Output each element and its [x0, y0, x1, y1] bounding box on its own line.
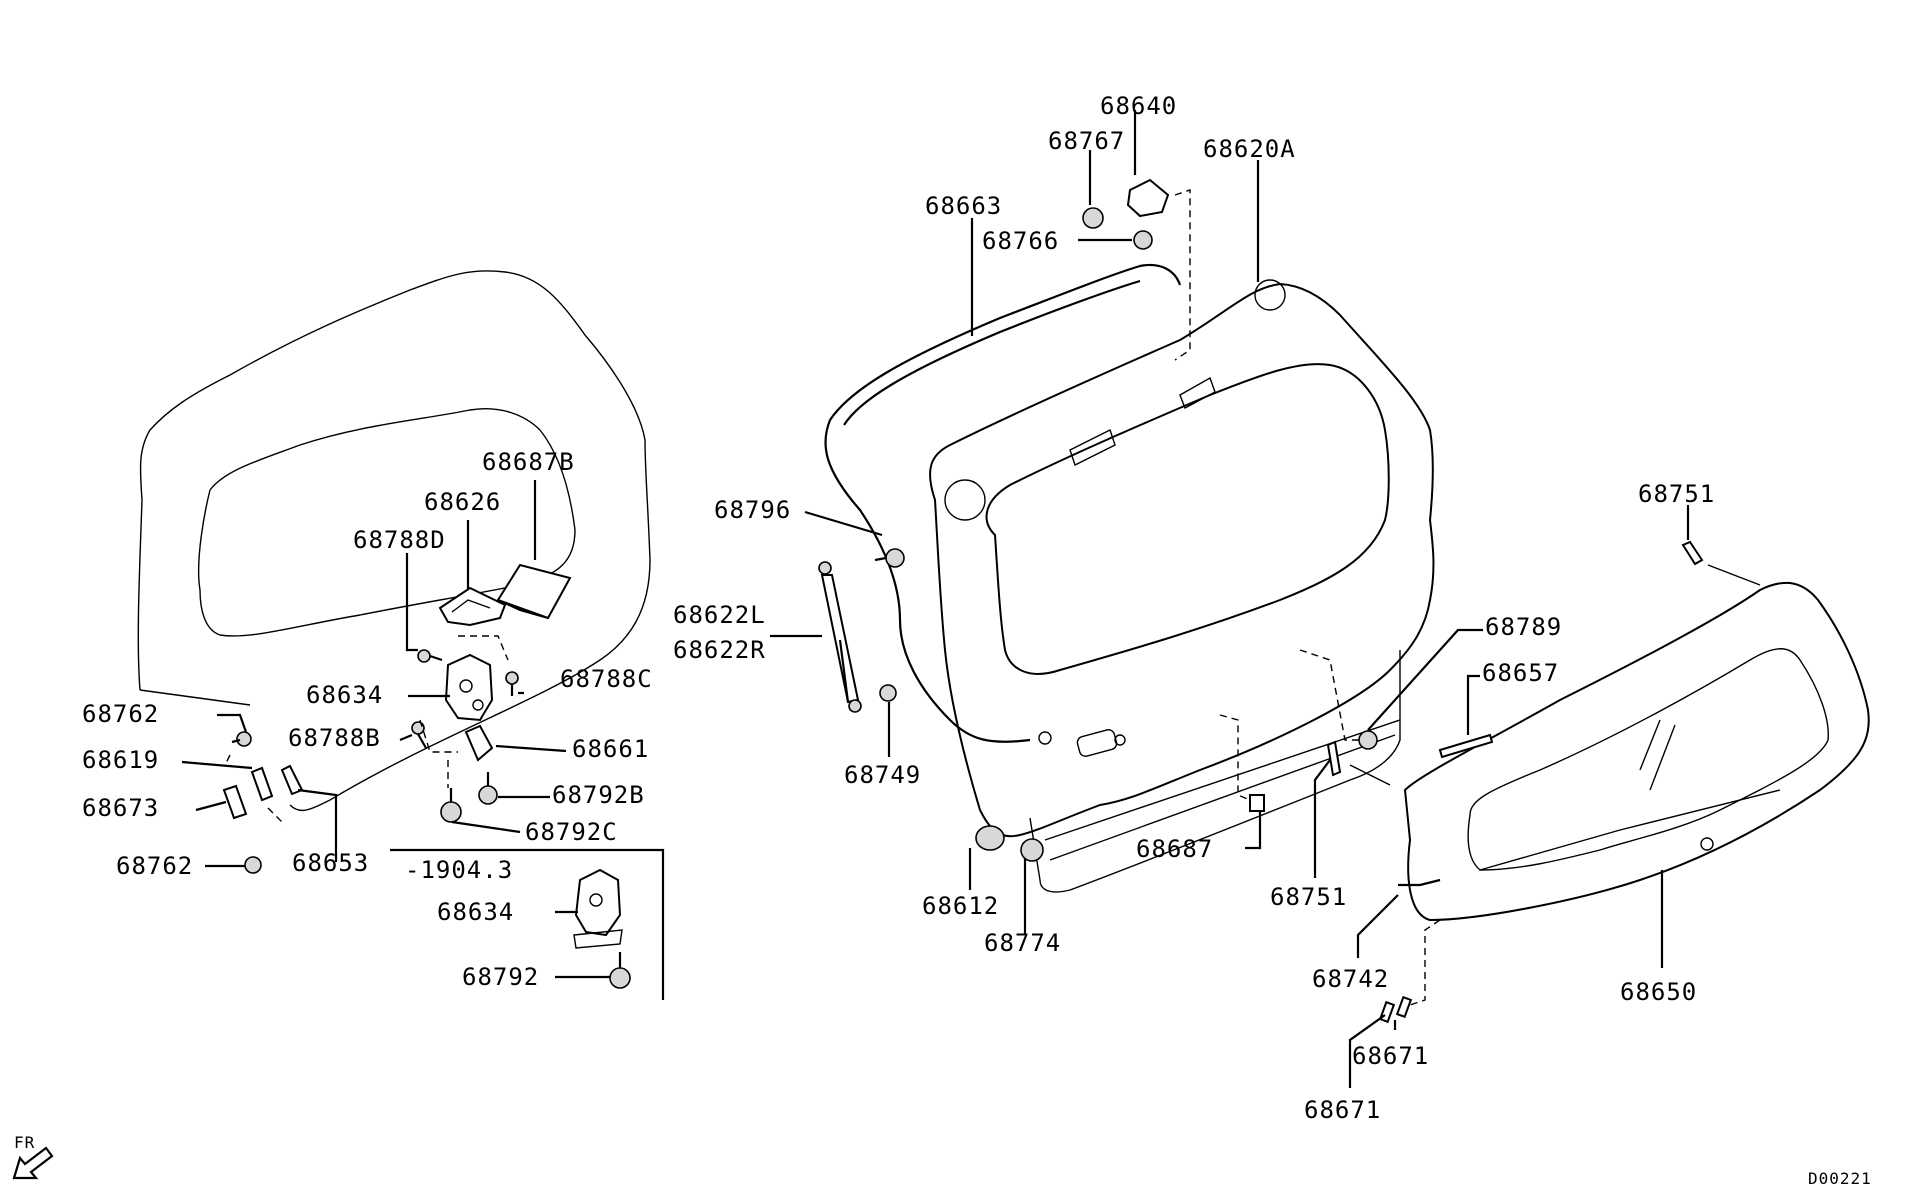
clip-68673 — [222, 784, 248, 820]
label-68788D: 68788D — [353, 526, 446, 554]
label-68671-left: 68671 — [1304, 1096, 1381, 1124]
gas-strut-68622 — [818, 561, 862, 713]
bolt-68792C — [440, 788, 462, 823]
stopper-68774 — [1020, 838, 1044, 862]
orientation-marker: FR — [12, 1133, 54, 1180]
spacer-68671-a — [1378, 1000, 1396, 1024]
label-68796: 68796 — [714, 496, 791, 524]
label-68620A: 68620A — [1203, 135, 1296, 163]
label-68789: 68789 — [1485, 613, 1562, 641]
label-68751-upper: 68751 — [1638, 480, 1715, 508]
bolt-68788B — [411, 721, 427, 749]
striker-68661 — [464, 724, 494, 762]
weatherstrip-68663 — [824, 263, 1182, 743]
bolt-68767 — [1082, 207, 1104, 229]
back-glass-68650 — [1403, 581, 1870, 922]
label-68792: 68792 — [462, 963, 539, 991]
label-68767: 68767 — [1048, 127, 1125, 155]
tailgate-panel-68620A — [929, 279, 1435, 893]
label-68742: 68742 — [1312, 965, 1389, 993]
bolt-68762-upper — [231, 731, 252, 747]
bolt-68796 — [874, 548, 905, 568]
screw-68788C — [505, 671, 519, 696]
screw-68788D — [417, 649, 443, 663]
label-68640: 68640 — [1100, 92, 1177, 120]
label-68626: 68626 — [424, 488, 501, 516]
bumper-68612 — [975, 825, 1005, 851]
label-68792C: 68792C — [525, 818, 618, 846]
label-68788B: 68788B — [288, 724, 381, 752]
tailgate-trim-outline — [137, 270, 651, 812]
wire-68742 — [1398, 878, 1441, 887]
label-68612: 68612 — [922, 892, 999, 920]
label-68622L: 68622L — [673, 601, 766, 629]
front-arrow-icon — [12, 1146, 54, 1180]
label-68751-lower: 68751 — [1270, 883, 1347, 911]
nut-68766 — [1133, 230, 1153, 250]
label-68619: 68619 — [82, 746, 159, 774]
latch-68634-lower — [573, 868, 623, 949]
license-lamp-68626 — [438, 586, 507, 627]
label-68671-right: 68671 — [1352, 1042, 1429, 1070]
molding-68751-upper — [1681, 540, 1704, 566]
label-68634-upper: 68634 — [306, 681, 383, 709]
label-68762-upper: 68762 — [82, 700, 159, 728]
bolt-68792 — [609, 952, 631, 989]
bolt-68792B — [478, 772, 498, 805]
bolt-68762-lower — [244, 856, 262, 874]
pad-68687 — [1249, 794, 1265, 812]
label-68661: 68661 — [572, 735, 649, 763]
label-68622R: 68622R — [673, 636, 766, 664]
orientation-label: FR — [14, 1133, 35, 1152]
label-68766: 68766 — [982, 227, 1059, 255]
range-note: -1904.3 — [405, 856, 513, 884]
label-68634-lower: 68634 — [437, 898, 514, 926]
label-68774: 68774 — [984, 929, 1061, 957]
sheet-code: D00221 — [1808, 1169, 1872, 1187]
label-68792B: 68792B — [552, 781, 645, 809]
bracket-68619 — [250, 766, 274, 802]
label-68663: 68663 — [925, 192, 1002, 220]
label-68762-lower: 68762 — [116, 852, 193, 880]
molding-68751-lower — [1326, 740, 1342, 777]
leader-lines — [181, 110, 1690, 1088]
molding-68657 — [1438, 733, 1494, 759]
hinge-68640 — [1126, 178, 1170, 218]
clip-68789 — [1358, 730, 1378, 750]
pad-68687B — [496, 563, 572, 620]
label-68650: 68650 — [1620, 978, 1697, 1006]
label-68653: 68653 — [292, 849, 369, 877]
latch-68634-upper — [444, 653, 494, 722]
spacer-68671-b — [1395, 995, 1413, 1019]
ball-stud-68749 — [879, 684, 897, 702]
label-68657: 68657 — [1482, 659, 1559, 687]
label-68749: 68749 — [844, 761, 921, 789]
label-68687: 68687 — [1136, 835, 1213, 863]
label-68687B: 68687B — [482, 448, 575, 476]
label-68673: 68673 — [82, 794, 159, 822]
label-68788C: 68788C — [560, 665, 653, 693]
part-labels: 68640 68767 68620A 68663 68766 68687B 68… — [82, 92, 1715, 1124]
